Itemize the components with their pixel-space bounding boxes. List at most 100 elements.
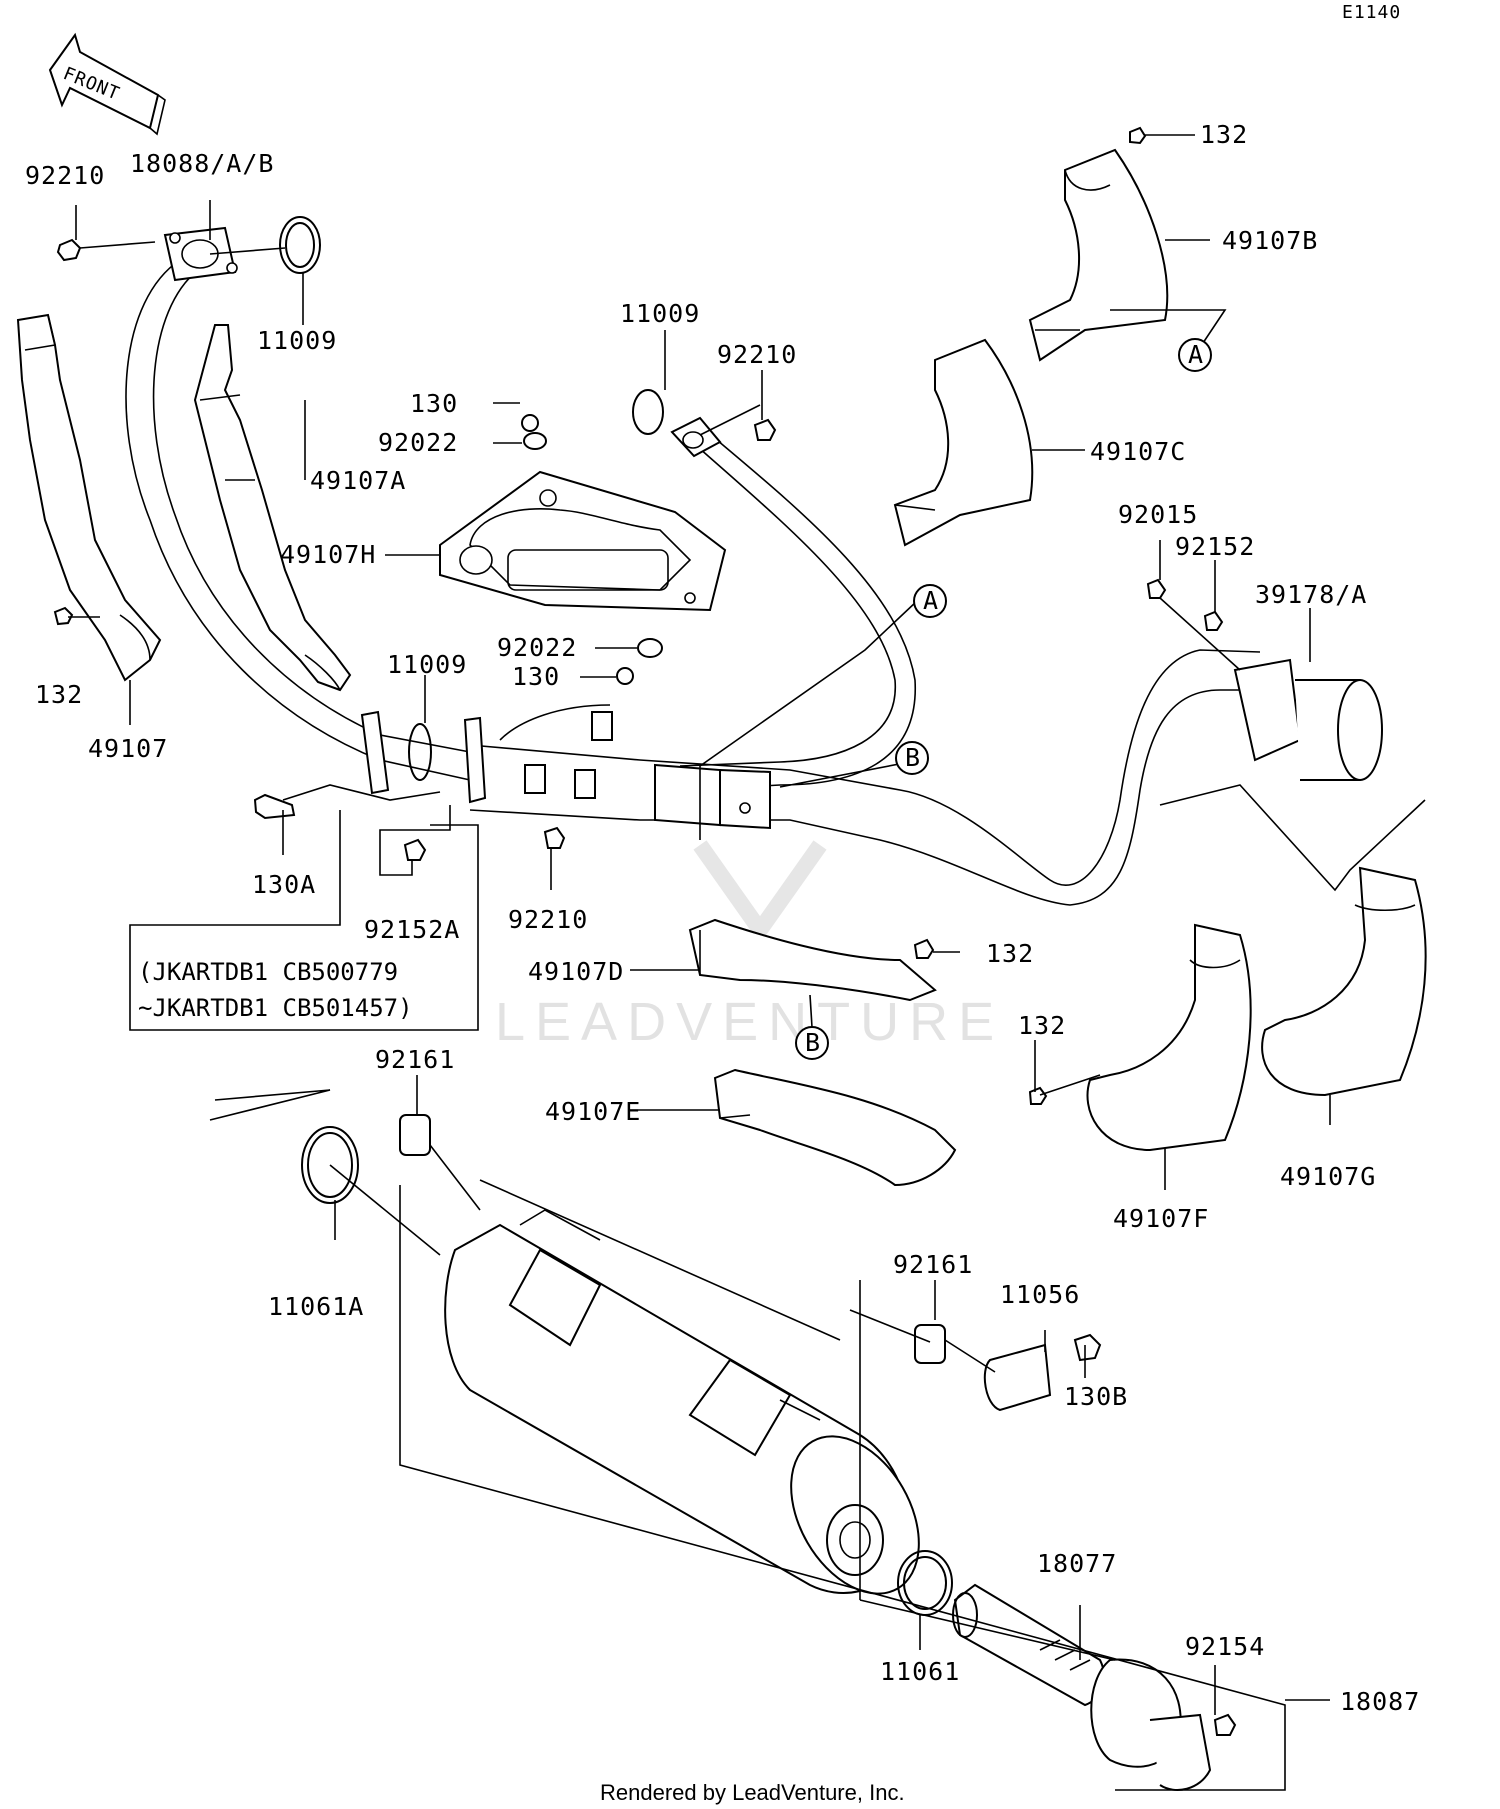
- joint-39178: [1233, 658, 1383, 781]
- bush-92161-top: [399, 1114, 431, 1156]
- heat-shield-49107E: [713, 1068, 957, 1187]
- label-11009-c: 11009: [387, 650, 467, 679]
- diagram-code: E1140: [1342, 2, 1401, 23]
- gasket-11009-joint: [408, 723, 432, 781]
- label-132-mid: 132: [986, 939, 1034, 968]
- label-92154: 92154: [1185, 1632, 1265, 1661]
- heat-shield-49107H: [439, 470, 727, 612]
- watermark: LEADVENTURE: [495, 840, 1004, 1052]
- label-18088: 18088/A/B: [130, 149, 274, 178]
- label-49107C: 49107C: [1090, 437, 1186, 466]
- label-18077: 18077: [1037, 1549, 1117, 1578]
- nut-92210-low: [543, 826, 566, 849]
- label-49107A: 49107A: [310, 466, 406, 495]
- rear-header-pipe: [670, 416, 916, 791]
- label-130-b: 130: [512, 662, 560, 691]
- label-11061A: 11061A: [268, 1292, 364, 1321]
- label-130B: 130B: [1064, 1382, 1128, 1411]
- label-49107G: 49107G: [1280, 1162, 1376, 1191]
- bolt-130B: [1073, 1333, 1102, 1362]
- callout-markers: [795, 338, 1212, 1060]
- callout-b-low-text: B: [805, 1028, 821, 1057]
- label-130-a: 130: [410, 389, 458, 418]
- label-49107B: 49107B: [1222, 226, 1318, 255]
- flange-right: [463, 716, 487, 804]
- nut-92152: [1203, 610, 1224, 631]
- heat-shield-49107: [16, 313, 162, 682]
- callout-a-mid: [913, 584, 947, 618]
- callout-a-mid-text: A: [923, 586, 939, 615]
- gasket-11061A: [301, 1126, 359, 1204]
- callout-a-top-text: A: [1188, 340, 1204, 369]
- bush-92161-bottom: [914, 1324, 946, 1364]
- label-49107D: 49107D: [528, 957, 624, 986]
- label-92210-a: 92210: [25, 161, 105, 190]
- bolt-130A: [253, 793, 296, 820]
- label-92152A: 92152A: [364, 915, 460, 944]
- nut-130-bottom: [616, 667, 634, 685]
- spark-arrester-18077: [952, 1583, 1105, 1707]
- nut-92210-mid: [753, 418, 777, 441]
- nut-92152A: [403, 838, 427, 861]
- label-11009-a: 11009: [257, 326, 337, 355]
- watermark-text: LEADVENTURE: [495, 992, 1004, 1052]
- gasket-11009-mid: [632, 389, 664, 435]
- label-92015: 92015: [1118, 500, 1198, 529]
- serial-note-line2: ~JKARTDB1 CB501457): [138, 994, 413, 1022]
- bolt-132-mid: [913, 938, 935, 959]
- label-92152: 92152: [1175, 532, 1255, 561]
- serial-note: (JKARTDB1 CB500779 ~JKARTDB1 CB501457): [138, 958, 413, 1022]
- label-92022-b: 92022: [497, 633, 577, 662]
- heat-shield-49107G: [1261, 866, 1427, 1097]
- label-92210-c: 92210: [508, 905, 588, 934]
- nut-92210-left: [56, 238, 82, 262]
- label-92210-b: 92210: [717, 340, 797, 369]
- label-11009-b: 11009: [620, 299, 700, 328]
- label-92022-a: 92022: [378, 428, 458, 457]
- label-11056: 11056: [1000, 1280, 1080, 1309]
- watermark-logo: [693, 840, 827, 944]
- bracket-11056: [983, 1343, 1052, 1412]
- heat-shield-49107D: [688, 918, 937, 1002]
- washer-92022-bottom: [637, 638, 663, 658]
- label-130A: 130A: [252, 870, 316, 899]
- heat-shield-49107A: [193, 324, 352, 692]
- footer-credit: Rendered by LeadVenture, Inc.: [600, 1780, 905, 1805]
- muffler: [444, 1209, 920, 1595]
- bolt-132-right: [1028, 1086, 1048, 1105]
- tail-pipe-18087: [1090, 1658, 1212, 1791]
- gasket-11009-top: [279, 216, 321, 274]
- callout-a-top: [1178, 338, 1212, 372]
- callout-b-low: [795, 1026, 829, 1060]
- heat-shield-49107F: [1086, 923, 1252, 1152]
- serial-note-line1: (JKARTDB1 CB500779: [138, 958, 398, 986]
- bolt-92154: [1213, 1713, 1237, 1736]
- heat-shield-49107B: [1028, 148, 1169, 362]
- label-132-left: 132: [35, 680, 83, 709]
- front-header-pipe: [125, 226, 471, 781]
- callout-b-mid-text: B: [905, 743, 921, 772]
- callout-b-mid: [895, 741, 929, 775]
- front-arrow: FRONT: [48, 32, 166, 136]
- label-18087: 18087: [1340, 1687, 1420, 1716]
- heat-shield-49107C: [893, 338, 1034, 547]
- label-49107: 49107: [88, 734, 168, 763]
- collector-pipe: [469, 649, 1270, 906]
- label-49107E: 49107E: [545, 1097, 641, 1126]
- nut-130-top: [521, 414, 539, 432]
- label-132-right: 132: [1018, 1011, 1066, 1040]
- label-92161-a: 92161: [375, 1045, 455, 1074]
- label-39178: 39178/A: [1255, 580, 1367, 609]
- bolt-132-top: [1129, 126, 1147, 145]
- flange-left: [360, 710, 390, 795]
- label-49107F: 49107F: [1113, 1204, 1209, 1233]
- bolt-132-left: [53, 606, 74, 626]
- label-132-top: 132: [1200, 120, 1248, 149]
- washer-92022-top: [523, 432, 547, 450]
- part-labels: E1140 92210 18088/A/B 11009 132 49107B A…: [25, 2, 1420, 1716]
- nut-92015: [1146, 578, 1167, 599]
- label-11061: 11061: [880, 1657, 960, 1686]
- label-92161-b: 92161: [893, 1250, 973, 1279]
